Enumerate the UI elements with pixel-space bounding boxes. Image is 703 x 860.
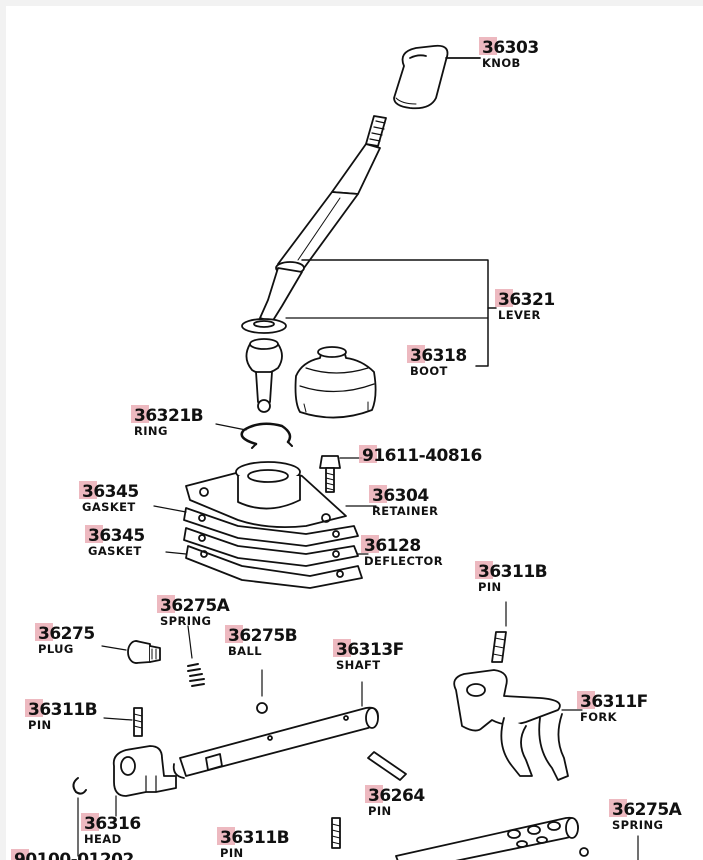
part-name: FORK bbox=[580, 710, 617, 724]
part-name: HEAD bbox=[84, 832, 122, 846]
callout-pin-top: 36311B PIN bbox=[475, 561, 548, 594]
part-number: 36264 bbox=[365, 785, 425, 805]
part-number: 36345 bbox=[85, 525, 145, 545]
callout-ball: 36275B BALL bbox=[225, 625, 298, 658]
gasket-stack-part bbox=[183, 507, 363, 589]
part-name: SPRING bbox=[612, 818, 664, 832]
pin-bottom-part bbox=[331, 817, 341, 849]
callout-plug: 36275 PLUG bbox=[35, 623, 95, 656]
part-name: SPRING bbox=[160, 614, 212, 628]
part-number: 36311F bbox=[577, 691, 648, 711]
callout-shaft: 36313F SHAFT bbox=[333, 639, 404, 672]
part-name: GASKET bbox=[82, 500, 136, 514]
plug-part bbox=[127, 640, 161, 664]
part-number: 36275B bbox=[225, 625, 298, 645]
lever-part bbox=[241, 115, 387, 413]
callout-spring-2: 36275A SPRING bbox=[609, 799, 682, 832]
spring-1-leader-line bbox=[187, 625, 193, 659]
part-number: 36275A bbox=[609, 799, 682, 819]
shaft-part bbox=[172, 706, 379, 779]
callout-boot: 36318 BOOT bbox=[407, 345, 467, 378]
fork-part bbox=[453, 669, 569, 781]
callout-bolt: 91611-40816 bbox=[359, 445, 482, 465]
callout-spring-1: 36275A SPRING bbox=[157, 595, 230, 628]
exploded-parts-drawing bbox=[72, 44, 639, 860]
part-number: 36311B bbox=[217, 827, 290, 847]
gasket-2-leader-line bbox=[165, 551, 187, 555]
spring-1-part bbox=[187, 663, 205, 687]
part-number: 90100-01202 bbox=[11, 849, 134, 860]
callout-fork: 36311F FORK bbox=[577, 691, 648, 724]
part-name: BOOT bbox=[410, 364, 448, 378]
lever-leader-bracket bbox=[301, 259, 489, 367]
callout-head: 36316 HEAD bbox=[81, 813, 141, 846]
part-number: 36313F bbox=[333, 639, 404, 659]
callout-gasket-2: 36345 GASKET bbox=[85, 525, 145, 558]
part-name: RING bbox=[134, 424, 168, 438]
part-name: LEVER bbox=[498, 308, 541, 322]
pin-left-leader-line bbox=[103, 717, 133, 721]
pin-small-part bbox=[367, 751, 407, 781]
pin-top-part bbox=[491, 631, 507, 663]
part-name: BALL bbox=[228, 644, 262, 658]
ring-leader-line bbox=[215, 423, 247, 431]
part-name: PLUG bbox=[38, 642, 74, 656]
part-number: 91611-40816 bbox=[359, 445, 482, 465]
knob-part bbox=[393, 44, 449, 110]
small-ball-part bbox=[579, 847, 589, 857]
part-name: PIN bbox=[368, 804, 392, 818]
part-name: RETAINER bbox=[372, 504, 439, 518]
part-number: 36304 bbox=[369, 485, 438, 505]
part-name: DEFLECTOR bbox=[364, 554, 443, 568]
retainer-part bbox=[185, 461, 347, 529]
part-number: 36275A bbox=[157, 595, 230, 615]
ring-part bbox=[240, 422, 293, 449]
part-number: 36345 bbox=[79, 481, 139, 501]
head-part bbox=[112, 745, 177, 797]
part-number: 36275 bbox=[35, 623, 95, 643]
callout-pin-small: 36264 PIN bbox=[365, 785, 425, 818]
c-ring-part bbox=[72, 777, 87, 795]
part-number: 36303 bbox=[479, 37, 539, 57]
part-name: PIN bbox=[220, 846, 244, 860]
part-number: 36316 bbox=[81, 813, 141, 833]
plug-leader-line bbox=[101, 645, 127, 651]
parts-diagram-sheet: 36303 KNOB 36321 LEVER 36318 BOOT 36321B… bbox=[6, 6, 703, 860]
part-name: PIN bbox=[28, 718, 52, 732]
callout-lever: 36321 LEVER bbox=[495, 289, 555, 322]
callout-pin-bottom: 36311B PIN bbox=[217, 827, 290, 860]
part-number: 36321B bbox=[131, 405, 204, 425]
gasket-1-leader-line bbox=[153, 505, 187, 513]
part-name: PIN bbox=[478, 580, 502, 594]
part-number: 36128 bbox=[361, 535, 443, 555]
callout-retainer: 36304 RETAINER bbox=[369, 485, 439, 518]
callout-ring: 36321B RING bbox=[131, 405, 204, 438]
callout-pin-left: 36311B PIN bbox=[25, 699, 98, 732]
part-name: KNOB bbox=[482, 56, 521, 70]
ball-part bbox=[256, 702, 268, 714]
part-name: SHAFT bbox=[336, 658, 381, 672]
part-number: 36311B bbox=[25, 699, 98, 719]
pin-left-part bbox=[133, 707, 143, 737]
part-number: 36318 bbox=[407, 345, 467, 365]
callout-knob: 36303 KNOB bbox=[479, 37, 539, 70]
boot-part bbox=[294, 346, 377, 419]
callout-gasket-1: 36345 GASKET bbox=[79, 481, 139, 514]
callout-cut-off: 90100-01202 bbox=[11, 849, 134, 860]
part-name: GASKET bbox=[88, 544, 142, 558]
lower-shaft-part bbox=[395, 816, 579, 860]
callout-deflector: 36128 DEFLECTOR bbox=[361, 535, 443, 568]
part-number: 36321 bbox=[495, 289, 555, 309]
part-number: 36311B bbox=[475, 561, 548, 581]
bolt-part bbox=[319, 455, 341, 493]
